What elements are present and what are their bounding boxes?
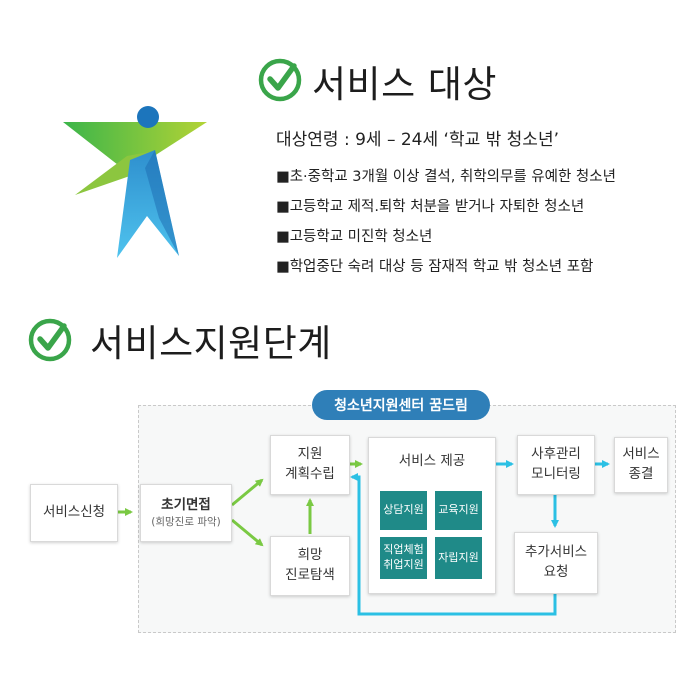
step-end: 서비스 종결 <box>614 437 668 493</box>
age-line: 대상연령 : 9세 – 24세 ‘학교 밖 청소년’ <box>276 130 559 150</box>
target-item: ■학업중단 숙려 대상 등 잠재적 학교 밖 청소년 포함 <box>276 259 594 275</box>
center-banner: 청소년지원센터 꿈드림 <box>312 390 490 420</box>
service-job: 직업체험 취업지원 <box>380 537 427 579</box>
step-monitor: 사후관리 모니터링 <box>517 435 595 495</box>
step-end-line: 서비스 <box>622 446 660 463</box>
service-education-label: 교육지원 <box>438 503 479 517</box>
service-education: 교육지원 <box>435 491 482 530</box>
target-item: ■고등학교 제적.퇴학 처분을 받거나 자퇴한 청소년 <box>276 199 585 215</box>
arrow-interview-to-career <box>231 518 264 547</box>
check-circle-icon <box>28 318 72 362</box>
target-item: ■초·중학교 3개월 이상 결석, 취학의무를 유예한 청소년 <box>276 169 616 185</box>
service-independence: 자립지원 <box>435 537 482 579</box>
step-provide-title: 서비스 제공 <box>398 453 466 469</box>
step-career: 희망 진로탐색 <box>270 536 350 596</box>
arrow-interview-to-plan <box>231 478 264 507</box>
check-circle-icon <box>258 58 302 102</box>
service-counseling-label: 상담지원 <box>383 503 424 517</box>
person-star-logo <box>63 106 207 258</box>
step-extra-line: 요청 <box>543 564 569 580</box>
step-career-line: 진로탐색 <box>285 567 335 583</box>
service-counseling: 상담지원 <box>380 491 427 530</box>
service-independence-label: 자립지원 <box>438 550 479 564</box>
step-plan: 지원 계획수립 <box>270 435 350 495</box>
step-interview-sub: (희망진로 파악) <box>151 516 221 529</box>
step-interview-title: 초기면접 <box>161 496 211 513</box>
section-title-steps: 서비스지원단계 <box>90 322 332 365</box>
step-plan-line: 계획수립 <box>285 466 335 482</box>
step-plan-line: 지원 <box>297 446 323 463</box>
service-job-label: 취업지원 <box>383 558 424 571</box>
service-job-label: 직업체험 <box>383 543 424 557</box>
step-extra: 추가서비스 요청 <box>514 532 598 594</box>
step-apply: 서비스신청 <box>30 484 118 542</box>
step-end-line: 종결 <box>628 466 654 482</box>
step-monitor-line: 모니터링 <box>531 466 581 482</box>
section-title-target: 서비스 대상 <box>312 63 497 106</box>
arrow-extra-to-plan <box>350 473 557 616</box>
step-apply-label: 서비스신청 <box>42 504 106 521</box>
step-career-line: 희망 <box>297 547 323 564</box>
step-extra-line: 추가서비스 <box>524 544 588 561</box>
step-monitor-line: 사후관리 <box>531 446 581 463</box>
target-item: ■고등학교 미진학 청소년 <box>276 229 433 245</box>
step-interview: 초기면접 (희망진로 파악) <box>140 484 232 542</box>
